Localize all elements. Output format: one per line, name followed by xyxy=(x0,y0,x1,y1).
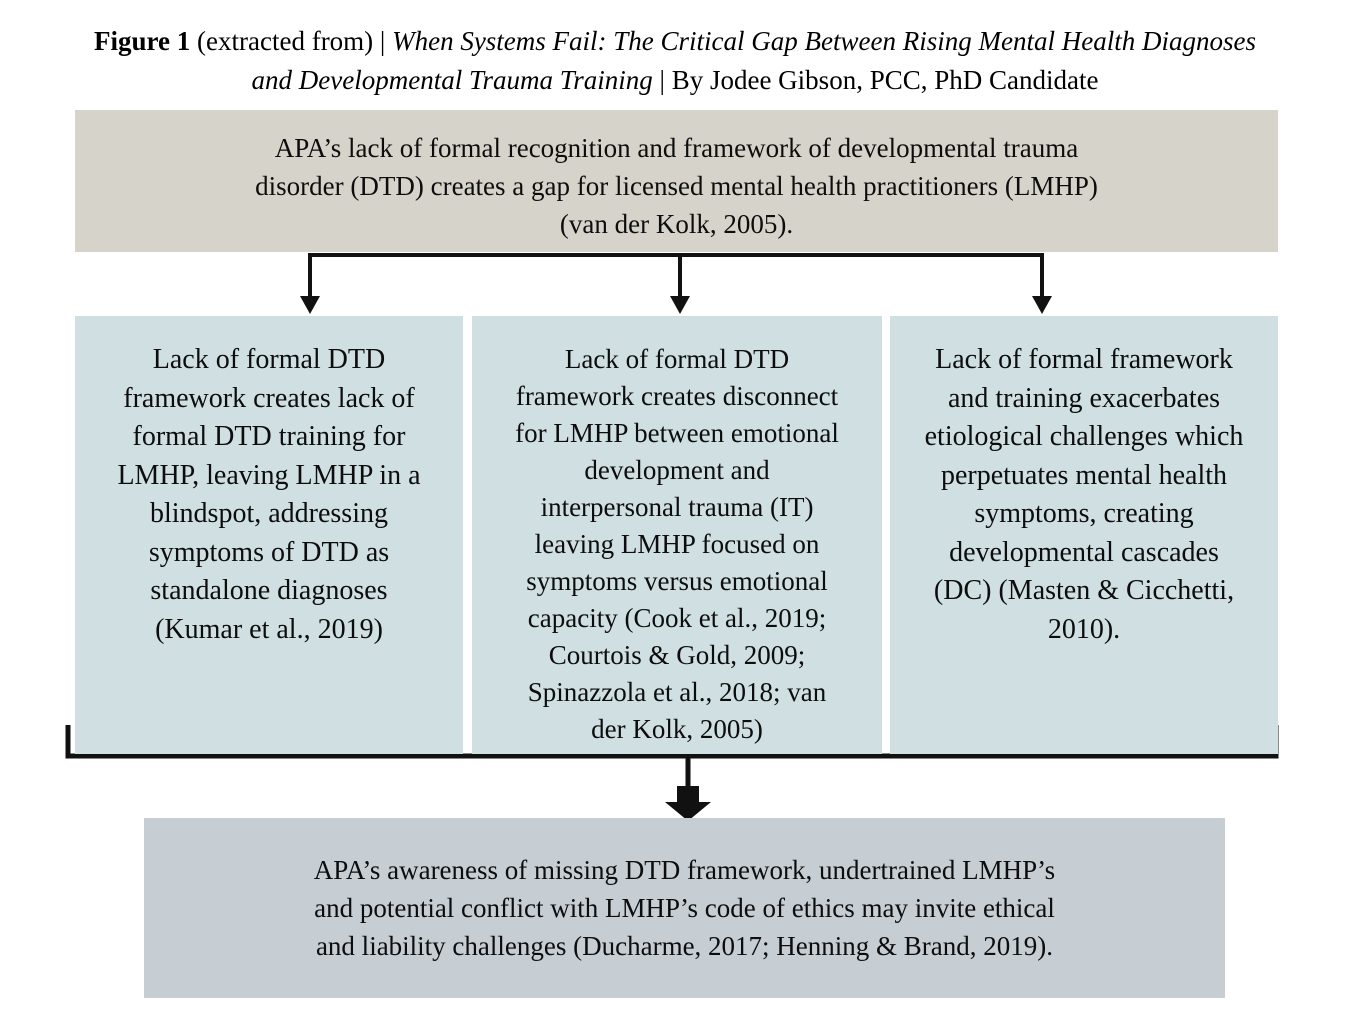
branch-box-disconnect-text: Lack of formal DTD framework creates dis… xyxy=(515,344,839,744)
conclusion-box-text: APA’s awareness of missing DTD framework… xyxy=(313,855,1056,961)
down-block-arrow xyxy=(665,786,711,821)
figure-caption-prefix: (extracted from) | xyxy=(190,26,393,56)
branch-connector xyxy=(308,253,1044,300)
branch-box-disconnect: Lack of formal DTD framework creates dis… xyxy=(472,316,882,754)
figure-work-title: When Systems Fail: The Critical Gap Betw… xyxy=(251,26,1256,95)
figure-byline: | By Jodee Gibson, PCC, PhD Candidate xyxy=(652,65,1099,95)
conclusion-box: APA’s awareness of missing DTD framework… xyxy=(144,818,1225,998)
branch-arrowheads xyxy=(300,296,1052,314)
figure-caption: Figure 1 (extracted from) | When Systems… xyxy=(80,22,1270,100)
branch-box-training-gap: Lack of formal DTD framework creates lac… xyxy=(75,316,463,754)
branch-box-training-gap-text: Lack of formal DTD framework creates lac… xyxy=(117,344,421,645)
figure-label: Figure 1 xyxy=(94,26,191,56)
premise-box-text: APA’s lack of formal recognition and fra… xyxy=(255,133,1098,239)
branch-box-etiological-challenges: Lack of formal framework and training ex… xyxy=(890,316,1278,754)
premise-box: APA’s lack of formal recognition and fra… xyxy=(75,110,1278,252)
branch-box-etiological-challenges-text: Lack of formal framework and training ex… xyxy=(924,344,1244,645)
